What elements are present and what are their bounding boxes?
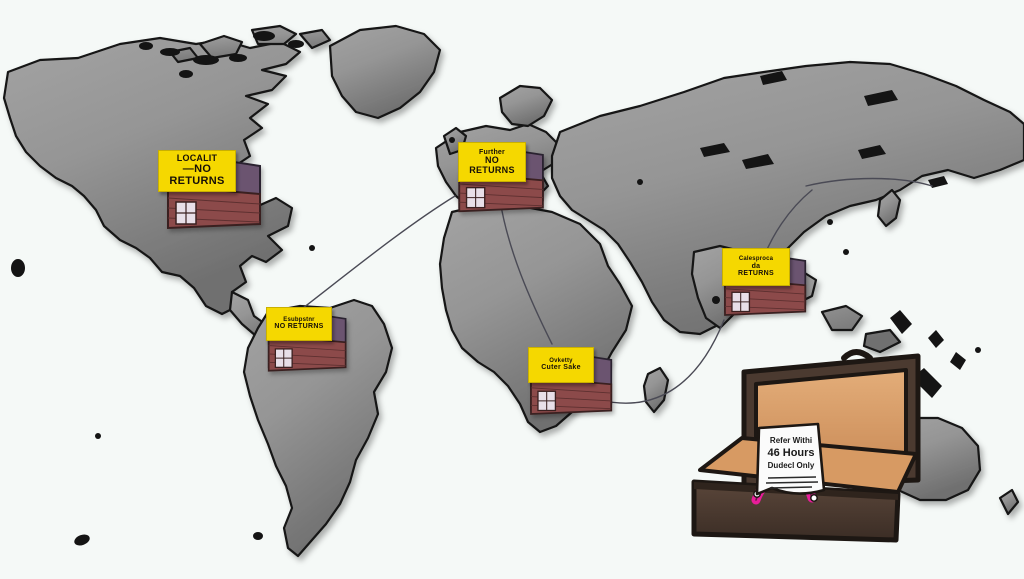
suitcase-clasp (841, 349, 873, 361)
landmass-north-america (2, 36, 302, 316)
route-europe-to-africa (499, 199, 553, 345)
sticky-note-europe[interactable]: Further NO RETURNS (458, 142, 526, 182)
landmass-scandinavia (498, 84, 554, 128)
landmass-arctic-islands (168, 24, 332, 64)
paper-ruled-lines (765, 476, 819, 489)
note-line-2: da (751, 262, 761, 270)
landmass-greenland (328, 24, 442, 120)
note-line-2: NO RETURNS (274, 323, 324, 331)
suitcase-handle-rivet-right (810, 494, 818, 502)
note-line-3: RETURNS (169, 174, 225, 187)
note-line-2: Cuter Sake (541, 364, 581, 372)
note-line-1: LOCALIT (176, 153, 218, 164)
note-line-1: Calesproca (738, 256, 774, 263)
sticky-note-north-america[interactable]: LOCALIT —NO RETURNS (158, 150, 236, 192)
route-europe-to-south-america (289, 195, 456, 319)
note-line-1: Esubpstnr (283, 316, 315, 323)
note-line-2: NO (484, 155, 500, 166)
landmass-asia (550, 60, 1024, 336)
sticky-note-asia[interactable]: Calesproca da RETURNS (722, 248, 790, 286)
sticky-note-africa[interactable]: Ovketty Cuter Sake (528, 347, 594, 383)
note-line-3: RETURNS (738, 270, 774, 278)
route-asia-to-pacific (805, 177, 933, 187)
route-africa-to-asia (599, 319, 725, 404)
paper-line-1: Refer Withi (770, 436, 812, 445)
island-speckles (11, 31, 981, 546)
landmass-new-zealand (998, 488, 1020, 516)
note-line-1: Further (479, 148, 505, 156)
note-line-1: Ovketty (549, 357, 573, 364)
note-line-2: —NO (182, 162, 212, 175)
suitcase: Refer Withi 46 Hours Dudecl Only (691, 349, 921, 543)
landmass-japan (876, 188, 902, 228)
paper-line-2: 46 Hours (767, 447, 814, 459)
note-line-3: RETURNS (469, 164, 515, 175)
paper-line-3: Dudecl Only (768, 461, 815, 470)
landmass-madagascar (642, 366, 670, 414)
sticky-note-south-america[interactable]: Esubpstnr NO RETURNS (266, 307, 332, 341)
